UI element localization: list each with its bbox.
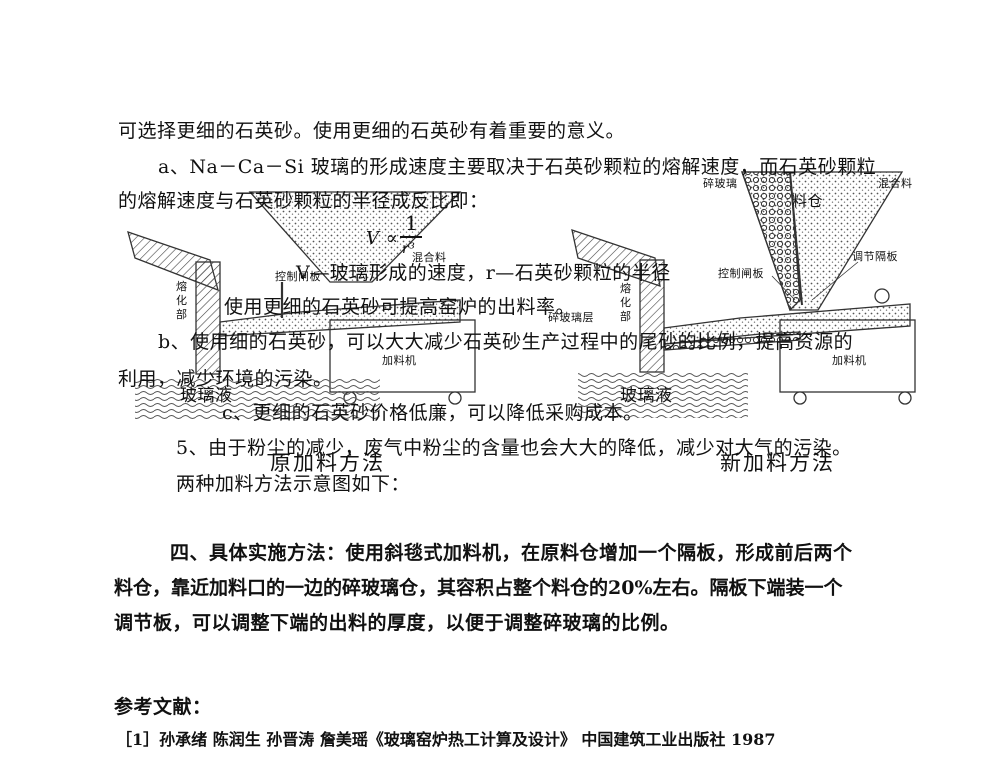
right-material-bed bbox=[663, 303, 911, 345]
formula-definition: V—玻璃形成的速度，r—石英砂颗粒的半径 bbox=[296, 262, 671, 284]
paragraph-3: 使用更细的石英砂可提高窑炉的出料率。 bbox=[224, 296, 576, 318]
right-glass-liquid bbox=[578, 372, 748, 418]
left-feeder-box bbox=[329, 319, 476, 393]
left-label-glass-liquid: 玻璃液 bbox=[180, 386, 233, 406]
left-melter-wall bbox=[195, 261, 221, 375]
left-figure bbox=[127, 191, 476, 420]
left-glass-liquid bbox=[135, 378, 380, 420]
left-label-feeder: 加料机 bbox=[382, 354, 417, 367]
formula-bar bbox=[400, 236, 422, 238]
left-hopper bbox=[248, 191, 462, 283]
paragraph-6: 5、由于粉尘的减少，废气中粉尘的含量也会大大的降低，减少对大气的污染。 bbox=[176, 437, 852, 459]
right-feeder-box bbox=[779, 319, 916, 393]
right-label-mix: 混合料 bbox=[878, 177, 913, 190]
paragraph-8c: 调节板，可以调整下端的出料的厚度，以便于调整碎玻璃的比例。 bbox=[114, 612, 680, 634]
formula-lhs: V ∝ bbox=[366, 228, 399, 249]
right-label-melt: 熔化部 bbox=[620, 282, 632, 323]
right-label-adjust: 调节隔板 bbox=[852, 250, 898, 263]
left-label-melt: 熔化部 bbox=[176, 280, 188, 321]
paragraph-4a: b、使用细的石英砂，可以大大减少石英砂生产过程中的尾砂的比例，提高资源的 bbox=[158, 331, 854, 353]
right-cullet-bin bbox=[741, 171, 801, 312]
right-wheel-2 bbox=[898, 391, 912, 405]
left-caption: 原加料方法 bbox=[270, 451, 385, 475]
formula-denominator: r³ bbox=[402, 241, 416, 257]
paragraph-8b: 料仓，靠近加料口的一边的碎玻璃仓，其容积占整个料仓的20%左右。隔板下端装一个 bbox=[114, 577, 843, 599]
right-label-cullet: 碎玻璃 bbox=[703, 177, 738, 190]
right-wheel-1 bbox=[793, 391, 807, 405]
right-figure bbox=[571, 171, 916, 418]
right-label-gate: 控制闸板 bbox=[718, 267, 764, 280]
right-cullet-layer bbox=[663, 331, 801, 351]
left-label-mix: 混合料 bbox=[412, 251, 447, 264]
formula-numerator: 1 bbox=[405, 211, 419, 235]
left-wheel-2 bbox=[448, 391, 462, 405]
left-material-bed bbox=[219, 299, 461, 337]
right-label-bin: 料仓 bbox=[792, 192, 824, 210]
paragraph-2a: a、Na－Ca－Si 玻璃的形成速度主要取决于石英砂颗粒的熔解速度，而石英砂颗粒 bbox=[158, 156, 877, 178]
reference-item: ［1］孙承绪 陈润生 孙晋涛 詹美瑶《玻璃窑炉热工计算及设计》 中国建筑工业出版… bbox=[116, 730, 776, 749]
right-roller bbox=[874, 288, 890, 304]
right-label-feeder: 加料机 bbox=[832, 354, 867, 367]
paragraph-5: c、更细的石英砂价格低廉，可以降低采购成本。 bbox=[222, 402, 643, 424]
paragraph-4b: 利用，减少环境的污染。 bbox=[118, 368, 333, 390]
right-label-cullet-layer: 碎玻璃层 bbox=[548, 311, 594, 324]
paragraph-2b: 的熔解速度与石英砂颗粒的半径成反比即： bbox=[118, 190, 489, 212]
paragraph-8a: 四、具体实施方法：使用斜毯式加料机，在原料仓增加一个隔板，形成前后两个 bbox=[170, 542, 853, 564]
left-label-gate: 控制闸板 bbox=[275, 270, 321, 283]
references-heading: 参考文献： bbox=[114, 696, 212, 718]
paragraph-1: 可选择更细的石英砂。使用更细的石英砂有着重要的意义。 bbox=[118, 120, 626, 142]
paragraph-7: 两种加料方法示意图如下： bbox=[176, 473, 411, 495]
right-caption: 新加料方法 bbox=[720, 451, 835, 475]
right-label-glass-liquid: 玻璃液 bbox=[620, 386, 673, 406]
